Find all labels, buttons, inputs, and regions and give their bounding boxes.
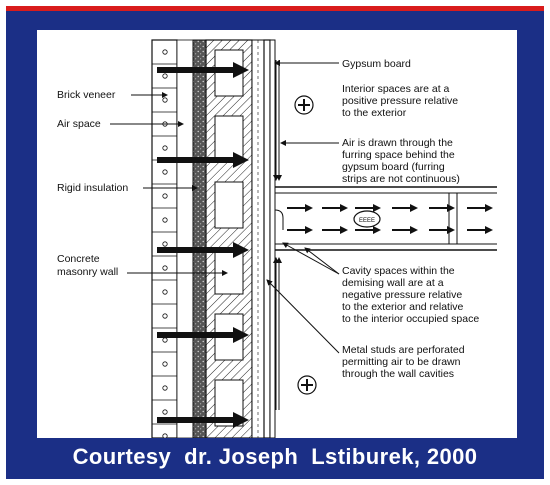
metal-studs (251, 39, 265, 438)
label-metal-studs-2: permitting air to be drawn (342, 356, 461, 368)
arrow-right-icon (157, 62, 249, 78)
brick-hole (162, 289, 168, 295)
brick-hole (162, 73, 168, 79)
cmu-cell (214, 181, 244, 229)
label-air-drawn-2: furring space behind the (342, 149, 455, 161)
arrow-right-icon (157, 412, 249, 428)
label-metal-studs-3: through the wall cavities (342, 368, 454, 380)
arrow-right-icon (355, 226, 381, 234)
label-cavity-4: to the exterior and relative (342, 301, 464, 313)
brick-hole (162, 241, 168, 247)
arrow-right-icon (322, 226, 348, 234)
brick-hole (162, 169, 168, 175)
label-air-drawn-3: gypsum board (furring (342, 161, 445, 173)
brick-hole (162, 265, 168, 271)
label-air-space: Air space (57, 118, 101, 130)
label-metal-studs-1: Metal studs are perforated (342, 344, 465, 356)
label-concrete-masonry-1: Concrete (57, 253, 100, 265)
arrow-right-icon (287, 226, 313, 234)
brick-hole (162, 409, 168, 415)
label-rigid-insulation: Rigid insulation (57, 182, 128, 194)
gypsum-board (263, 39, 271, 438)
arrow-right-icon (287, 204, 313, 212)
rigid-insulation (192, 39, 207, 438)
furring-airflow (273, 60, 282, 410)
left-labels: Brick veneer Air space Rigid insulation … (57, 89, 228, 278)
label-cavity-2: demising wall are at a (342, 277, 444, 289)
negative-pressure-symbol-icon: EEEE (353, 210, 381, 228)
label-interior-2: positive pressure relative (342, 95, 458, 107)
concrete-masonry-wall (205, 39, 253, 438)
arrow-right-icon (429, 226, 455, 234)
label-interior-1: Interior spaces are at a (342, 83, 450, 95)
wall-diagram-drawing: EEEE Brick veneer Air space Rigid insula… (57, 39, 497, 438)
label-air-drawn-4: strips are not continuous) (342, 173, 460, 185)
caption: Courtesy dr. Joseph Lstiburek, 2000 (72, 444, 478, 469)
right-labels: Gypsum board Interior spaces are at a po… (266, 58, 479, 380)
arrow-right-icon (157, 327, 249, 343)
label-cavity-5: to the interior occupied space (342, 313, 479, 325)
arrow-right-icon (322, 204, 348, 212)
brick-hole (162, 193, 168, 199)
brick-hole (162, 337, 168, 343)
brick-hole (162, 433, 168, 438)
arrow-right-icon (392, 204, 418, 212)
arrow-right-icon (429, 204, 455, 212)
brick-hole (162, 313, 168, 319)
arrow-right-icon (355, 204, 381, 212)
plus-symbol-icon (294, 95, 314, 115)
slide: EEEE Brick veneer Air space Rigid insula… (6, 6, 544, 479)
wall-diagram: EEEE Brick veneer Air space Rigid insula… (37, 30, 517, 438)
brick-hole (162, 385, 168, 391)
label-interior-3: to the exterior (342, 107, 407, 119)
label-cavity-3: negative pressure relative (342, 289, 462, 301)
label-cavity-1: Cavity spaces within the (342, 265, 455, 277)
air-space (176, 39, 194, 438)
arrow-right-icon (157, 242, 249, 258)
brick-hole (162, 97, 168, 103)
demising-wall-cavity (274, 186, 497, 251)
cmu-cell (214, 115, 244, 163)
label-brick-veneer: Brick veneer (57, 89, 116, 101)
label-air-drawn-1: Air is drawn through the (342, 137, 453, 149)
brick-hole (162, 145, 168, 151)
arrow-right-icon (157, 152, 249, 168)
arrow-right-icon (392, 226, 418, 234)
arrow-right-icon (467, 226, 493, 234)
label-gypsum-board: Gypsum board (342, 58, 411, 70)
top-red-bar (6, 6, 544, 11)
label-concrete-masonry-2: masonry wall (57, 266, 118, 278)
plus-symbol-icon (297, 375, 317, 395)
brick-hole (162, 361, 168, 367)
negative-pressure-label: EEEE (359, 218, 375, 224)
arrow-right-icon (467, 204, 493, 212)
brick-hole (162, 49, 168, 55)
brick-veneer (151, 39, 178, 438)
interior-finish (269, 39, 276, 438)
brick-hole (162, 217, 168, 223)
